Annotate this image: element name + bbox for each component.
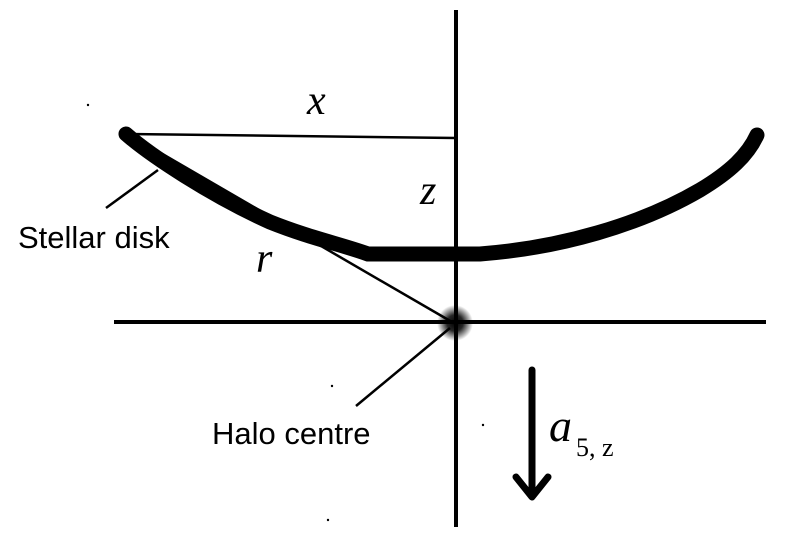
halo-centre-leader-line [355, 327, 451, 407]
stellar-disk-curve [118, 126, 765, 262]
x-distance-line [127, 132, 457, 140]
speck [326, 518, 330, 522]
stellar-disk-label: Stellar disk [18, 220, 170, 255]
speck [86, 103, 90, 107]
halo-centre-point [437, 305, 473, 341]
r-label: r [256, 236, 273, 282]
halo-centre-label: Halo centre [212, 416, 371, 451]
speck [481, 423, 485, 427]
acceleration-arrow-head [512, 473, 552, 501]
acceleration-subscript: 5, z [576, 433, 614, 462]
speck [330, 384, 334, 388]
z-label: z [419, 168, 436, 214]
stellar-disk-leader-line [105, 168, 159, 210]
x-label: x [306, 78, 326, 124]
acceleration-label: a [549, 400, 572, 451]
r-radius-line [127, 132, 453, 324]
